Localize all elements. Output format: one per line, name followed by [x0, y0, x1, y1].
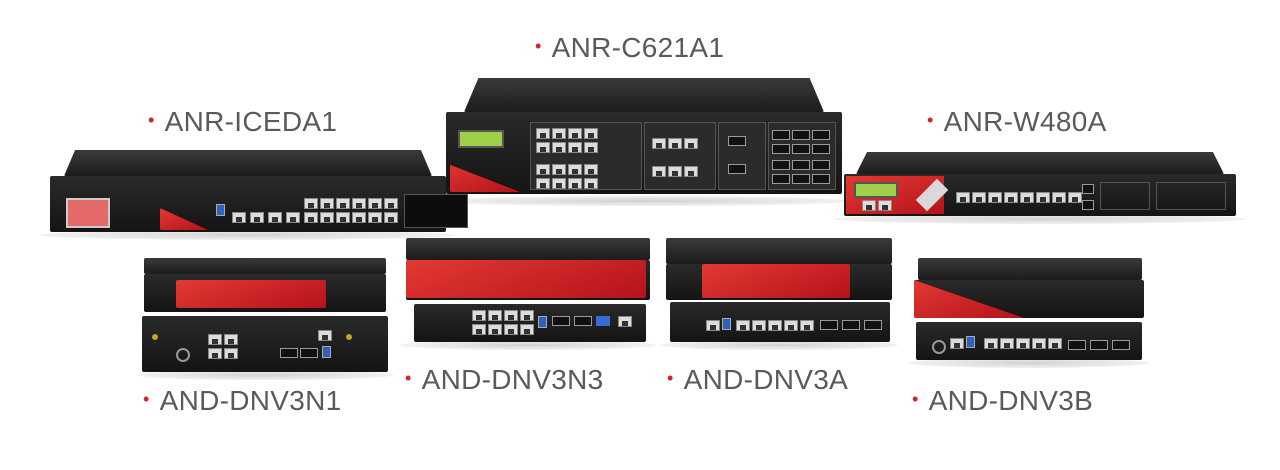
device-anr-w480a [834, 152, 1246, 224]
bullet-icon: • [143, 389, 150, 409]
label-and-dnv3a: • AND-DNV3A [667, 364, 848, 396]
device-and-dnv3a [660, 238, 898, 350]
label-anr-c621a1: • ANR-C621A1 [535, 32, 724, 64]
device-and-dnv3n1 [136, 258, 394, 380]
product-name: AND-DNV3B [928, 385, 1094, 416]
bullet-icon: • [667, 368, 674, 388]
label-anr-iceda1: • ANR-ICEDA1 [148, 106, 337, 138]
device-anr-iceda1 [40, 150, 468, 240]
device-anr-c621a1 [436, 78, 852, 206]
device-and-dnv3b [908, 258, 1150, 368]
bullet-icon: • [912, 389, 919, 409]
label-and-dnv3n3: • AND-DNV3N3 [405, 364, 604, 396]
label-and-dnv3b: • AND-DNV3B [912, 385, 1093, 417]
bullet-icon: • [927, 110, 934, 130]
label-anr-w480a: • ANR-W480A [927, 106, 1107, 138]
product-name: ANR-W480A [943, 106, 1107, 137]
bullet-icon: • [535, 36, 542, 56]
product-name: ANR-C621A1 [551, 32, 725, 63]
product-name: AND-DNV3N3 [421, 364, 604, 395]
product-name: AND-DNV3N1 [159, 385, 342, 416]
bullet-icon: • [148, 110, 155, 130]
product-name: AND-DNV3A [683, 364, 849, 395]
device-and-dnv3n3 [400, 238, 656, 350]
bullet-icon: • [405, 368, 412, 388]
product-name: ANR-ICEDA1 [164, 106, 338, 137]
label-and-dnv3n1: • AND-DNV3N1 [143, 385, 342, 417]
